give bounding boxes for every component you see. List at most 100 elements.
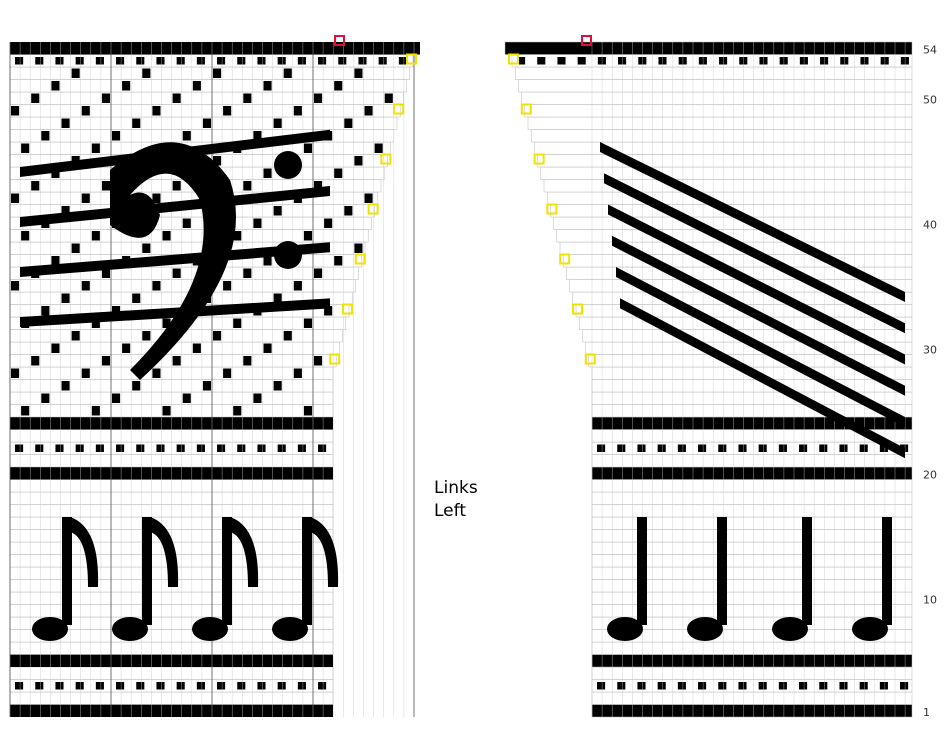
stitch-dot [698,682,706,690]
stitch-dot [55,682,63,690]
stitch-dot [152,106,160,116]
stitch-dot [257,445,265,453]
stitch-dot [193,344,201,354]
stitch-dot [678,682,686,690]
stitch-dot [278,445,286,453]
note-stem [302,517,312,625]
stitch-dot [304,319,312,329]
stitch-dot [173,356,181,366]
note-stem [62,517,72,625]
right-chart-panel [505,36,912,717]
stitch-dot [274,381,282,391]
grid-row [592,692,912,705]
stitch-dot [819,445,827,453]
chart-caption: Links Left [434,477,478,523]
stitch-dot [324,219,332,229]
grid-row [592,642,912,655]
stitch-dot [385,94,393,104]
stitch-dot [11,369,19,379]
stitch-dot [217,682,225,690]
stitch-dot [223,281,231,291]
solid-row [505,42,912,55]
clef-dot [274,241,302,269]
stitch-dot [21,144,29,154]
stitch-dot [318,57,326,65]
stitch-dot [264,81,272,91]
grid-row [10,105,400,118]
stitch-dot [597,682,605,690]
note-stem [142,517,152,625]
stitch-dot [759,682,767,690]
stitch-dot [96,445,104,453]
stitch-dot [82,194,90,204]
stitch-dot [257,682,265,690]
stitch-dot [193,81,201,91]
stitch-dot [156,445,164,453]
clef-dot [274,151,302,179]
grid-row [563,255,912,268]
stitch-dot [31,181,39,191]
stitch-dot [243,181,251,191]
stitch-dot [274,206,282,216]
stitch-dot [365,194,373,204]
stitch-dot [163,406,171,416]
grid-row [10,92,403,105]
stitch-dot [860,57,868,65]
stitch-dot [253,219,261,229]
stitch-dot [35,445,43,453]
stitch-dot [637,682,645,690]
stitch-dot [284,69,292,79]
stitch-dot [233,406,241,416]
stitch-dot [318,682,326,690]
stitch-dot [779,445,787,453]
stitch-dot [617,445,625,453]
stitch-dot [183,394,191,404]
stitch-dot [116,57,124,65]
stitch-dot [304,144,312,154]
stitch-dot [699,57,707,65]
row-label: 40 [923,219,937,232]
stitch-dot [122,81,130,91]
stitch-dot [31,94,39,104]
stitch-dot [617,682,625,690]
stitch-dot [274,119,282,129]
note-stem [802,517,812,625]
stitch-dot [304,231,312,241]
stitch-dot [116,682,124,690]
stitch-dot [11,106,19,116]
stitch-dot [354,244,362,254]
stitch-dot [183,219,191,229]
stitch-dot [578,57,586,65]
stitch-dot [237,682,245,690]
stitch-dot [156,682,164,690]
caption-left: Left [434,500,478,523]
stitch-dot [72,331,80,341]
stitch-dot [338,57,346,65]
stitch-dot [820,57,828,65]
grid-row [10,280,355,293]
stitch-dot [132,119,140,129]
stitch-dot [136,445,144,453]
stitch-dot [72,244,80,254]
stitch-dot [264,344,272,354]
stitch-dot [183,131,191,141]
stitch-dot [82,106,90,116]
stitch-dot [41,131,49,141]
stitch-dot [152,369,160,379]
stitch-dot [51,344,59,354]
stitch-dot [203,381,211,391]
stitch-dot [96,682,104,690]
grid-row [592,505,912,518]
stitch-dot [900,682,908,690]
stitch-dot [298,57,306,65]
stitch-dot [173,181,181,191]
stitch-dot [678,445,686,453]
stitch-dot [379,57,387,65]
stitch-dot [15,57,23,65]
stitch-dot [718,445,726,453]
solid-row [592,705,912,718]
stitch-dot [62,119,70,129]
grid-row [525,105,912,118]
grid-row [531,130,912,143]
stitch-dot [658,682,666,690]
